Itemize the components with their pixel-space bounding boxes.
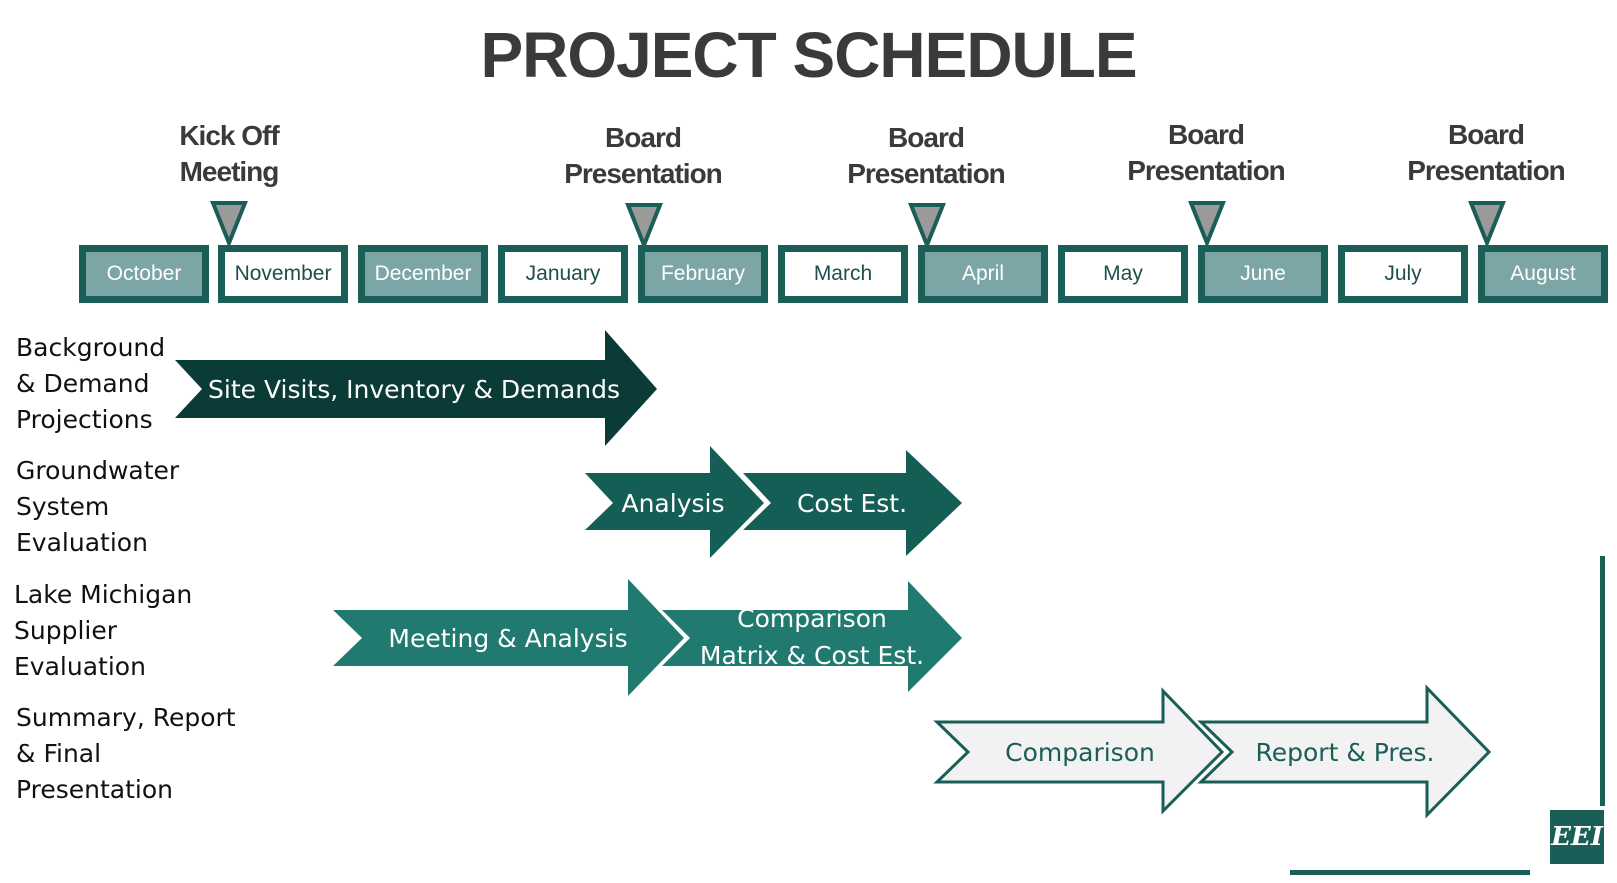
milestone-line: Board — [605, 122, 682, 153]
row-label-line: & Final — [16, 739, 102, 768]
milestone-line: Board — [1448, 119, 1525, 150]
task-arrow-site-visits — [175, 330, 657, 446]
task-label-comparison: Comparison — [1005, 738, 1155, 767]
task-arrow-comparison — [933, 687, 1225, 815]
row-label-line: Supplier — [14, 616, 118, 645]
task-label-comparison-matrix-1: Comparison — [737, 604, 887, 633]
milestone-kickoff: Kick Off Meeting — [129, 118, 329, 190]
row-label-background: Background & Demand Projections — [16, 330, 165, 438]
row-label-line: Lake Michigan — [14, 580, 193, 609]
row-label-line: Groundwater — [16, 456, 180, 485]
row-label-lake-michigan: Lake Michigan Supplier Evaluation — [14, 577, 192, 685]
month-may: May — [1058, 245, 1188, 303]
milestone-marker-icon — [210, 201, 248, 246]
task-label-comparison-matrix-2: Matrix & Cost Est. — [700, 641, 924, 670]
page-title: PROJECT SCHEDULE — [480, 19, 1137, 91]
company-logo: EEI — [1550, 810, 1604, 864]
month-october: October — [79, 245, 209, 303]
month-april: April — [918, 245, 1048, 303]
row-label-line: Evaluation — [14, 652, 146, 681]
month-march: March — [778, 245, 908, 303]
month-december: December — [358, 245, 488, 303]
milestone-line: Board — [1168, 119, 1245, 150]
task-label-site-visits: Site Visits, Inventory & Demands — [208, 375, 620, 404]
milestone-board-1: Board Presentation — [543, 120, 743, 192]
row-label-line: Presentation — [16, 775, 174, 804]
row-label-line: Projections — [16, 405, 153, 434]
milestone-line: Board — [888, 122, 965, 153]
milestone-line: Presentation — [1407, 155, 1566, 186]
row-label-line: Summary, Report — [16, 703, 236, 732]
month-november: November — [218, 245, 348, 303]
month-august: August — [1478, 245, 1608, 303]
milestone-marker-icon — [1188, 201, 1226, 246]
row-label-line: Evaluation — [16, 528, 148, 557]
milestone-line: Kick Off — [179, 120, 279, 151]
milestone-marker-icon — [1468, 201, 1506, 246]
milestone-marker-icon — [625, 203, 663, 248]
month-january: January — [498, 245, 628, 303]
milestone-board-4: Board Presentation — [1386, 117, 1586, 189]
month-june: June — [1198, 245, 1328, 303]
task-label-report: Report & Pres. — [1256, 738, 1435, 767]
milestone-board-3: Board Presentation — [1106, 117, 1306, 189]
milestone-line: Presentation — [1127, 155, 1286, 186]
task-arrow-meeting-analysis — [333, 579, 684, 696]
month-july: July — [1338, 245, 1468, 303]
task-arrow-comparison-matrix — [662, 581, 962, 692]
row-label-line: Background — [16, 333, 166, 362]
decorative-vertical-line — [1600, 556, 1605, 806]
task-label-cost-est: Cost Est. — [797, 489, 907, 518]
task-label-meeting-analysis: Meeting & Analysis — [388, 624, 627, 653]
row-label-summary: Summary, Report & Final Presentation — [16, 700, 236, 808]
month-february: February — [638, 245, 768, 303]
decorative-horizontal-line — [1290, 870, 1530, 875]
task-label-analysis: Analysis — [621, 489, 724, 518]
task-arrow-cost-est — [743, 450, 962, 556]
row-label-groundwater: Groundwater System Evaluation — [16, 453, 179, 561]
task-arrow-report — [1197, 684, 1492, 819]
row-label-line: & Demand — [16, 369, 150, 398]
milestone-line: Meeting — [179, 156, 280, 187]
milestone-line: Presentation — [564, 158, 723, 189]
row-label-line: System — [16, 492, 110, 521]
milestone-marker-icon — [908, 203, 946, 248]
milestone-line: Presentation — [847, 158, 1006, 189]
task-arrow-analysis — [585, 446, 764, 558]
milestone-board-2: Board Presentation — [826, 120, 1026, 192]
